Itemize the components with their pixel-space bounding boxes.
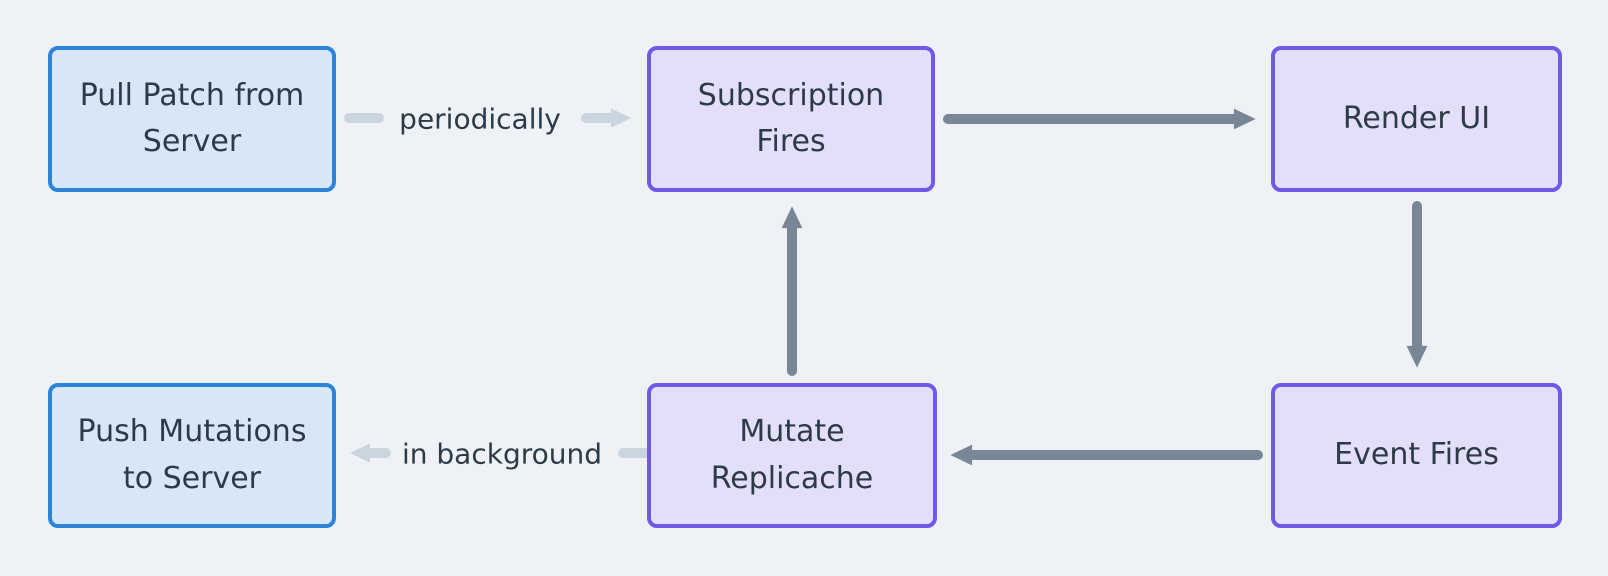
edge-label-periodically: periodically	[399, 102, 561, 136]
node-event-fires: Event Fires	[1271, 383, 1562, 528]
edge-label-in-background: in background	[401, 437, 603, 471]
node-label: Render UI	[1342, 100, 1491, 136]
node-label: Subscription Fires	[697, 77, 885, 160]
node-push-mutations-to-server: Push Mutations to Server	[48, 383, 336, 528]
node-label: Event Fires	[1334, 437, 1499, 473]
node-label: Mutate Replicache	[710, 414, 874, 496]
node-pull-patch-from-server: Pull Patch from Server	[48, 46, 336, 192]
node-render-ui: Render UI	[1271, 46, 1562, 192]
node-mutate-replicache: Mutate Replicache	[647, 383, 937, 528]
node-label: Push Mutations to Server	[77, 414, 307, 496]
node-subscription-fires: Subscription Fires	[647, 46, 935, 192]
node-label: Pull Patch from Server	[79, 77, 305, 160]
